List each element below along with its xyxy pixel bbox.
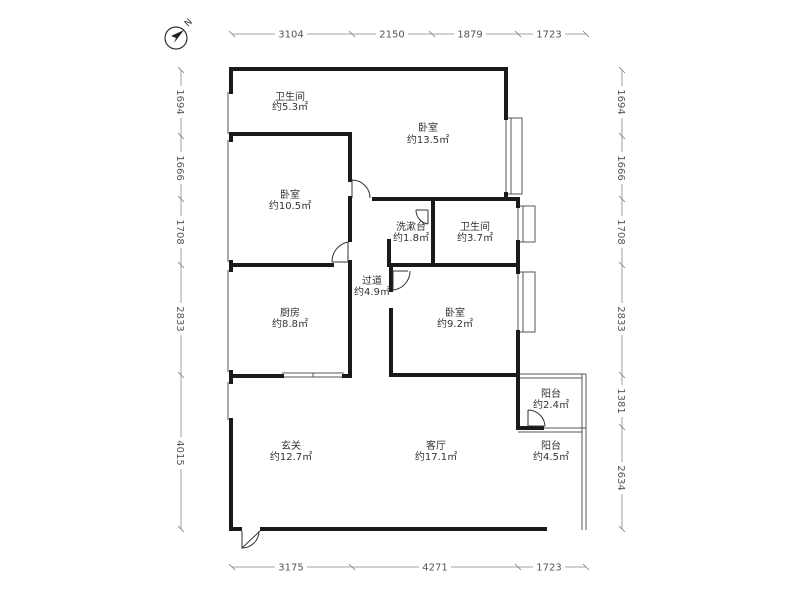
room-labels: 卫生间 约5.3㎡ 卧室 约13.5㎡ 卧室 约10.5㎡ 洗漱台 约1.8㎡ … <box>269 90 569 463</box>
bottom-dimensions: 3175 4271 1723 <box>228 560 590 574</box>
room-area-corridor: 约4.9㎡ <box>354 285 390 298</box>
room-name-balcony2: 阳台 <box>541 439 561 452</box>
room-area-washbasin: 约1.8㎡ <box>393 231 429 244</box>
bottom-dim-3: 1723 <box>536 563 561 574</box>
right-dimensions: 1694 1666 1708 2833 1381 2634 <box>615 66 629 533</box>
door-washbasin <box>415 209 429 225</box>
room-name-bedroom1: 卧室 <box>418 121 438 134</box>
room-name-bathroom1: 卫生间 <box>275 90 305 103</box>
room-name-washbasin: 洗漱台 <box>396 220 426 233</box>
left-dim-3: 1708 <box>174 219 185 244</box>
door-bedroom3 <box>392 270 411 291</box>
walls <box>229 67 547 531</box>
right-dim-4: 2833 <box>615 306 626 331</box>
windows <box>227 92 587 530</box>
room-name-bedroom2: 卧室 <box>280 188 300 201</box>
left-dim-2: 1666 <box>174 155 185 180</box>
left-dim-5: 4015 <box>174 440 185 465</box>
compass-north-label: N <box>183 17 195 29</box>
top-dim-4: 1723 <box>536 30 561 41</box>
room-area-balcony2: 约4.5㎡ <box>533 450 569 463</box>
room-area-entrance: 约12.7㎡ <box>270 450 312 463</box>
room-area-bedroom3: 约9.2㎡ <box>437 317 473 330</box>
room-name-living: 客厅 <box>426 439 446 452</box>
room-area-living: 约17.1㎡ <box>415 450 457 463</box>
door-bedroom1 <box>351 179 371 199</box>
doors <box>241 179 546 550</box>
right-dim-5: 1381 <box>615 388 626 413</box>
room-name-bathroom2: 卫生间 <box>460 220 490 233</box>
room-area-bathroom1: 约5.3㎡ <box>272 100 308 113</box>
room-name-balcony1: 阳台 <box>541 387 561 400</box>
right-dim-1: 1694 <box>615 89 626 114</box>
room-area-bedroom1: 约13.5㎡ <box>407 133 449 146</box>
room-name-corridor: 过道 <box>362 274 382 287</box>
bay-window-bedroom1 <box>505 117 523 195</box>
door-balcony1 <box>527 409 546 427</box>
room-area-bathroom2: 约3.7㎡ <box>457 231 493 244</box>
room-area-balcony1: 约2.4㎡ <box>533 398 569 411</box>
room-name-entrance: 玄关 <box>281 439 301 452</box>
top-dim-2: 2150 <box>379 30 404 41</box>
left-dim-1: 1694 <box>174 89 185 114</box>
top-dim-3: 1879 <box>457 30 482 41</box>
room-area-bedroom2: 约10.5㎡ <box>269 199 311 212</box>
compass-arrow-icon <box>171 30 184 43</box>
top-dim-1: 3104 <box>278 30 303 41</box>
door-entrance <box>241 530 261 550</box>
left-dimensions: 1694 1666 1708 2833 4015 <box>174 66 188 533</box>
right-dim-3: 1708 <box>615 219 626 244</box>
door-bedroom2 <box>331 241 349 263</box>
left-dim-4: 2833 <box>174 306 185 331</box>
room-area-kitchen: 约8.8㎡ <box>272 317 308 330</box>
window-bathroom2 <box>517 205 536 243</box>
room-name-bedroom3: 卧室 <box>445 306 465 319</box>
compass: N <box>164 17 195 50</box>
right-dim-6: 2634 <box>615 465 626 490</box>
bottom-dim-2: 4271 <box>422 563 447 574</box>
top-dimensions: 3104 2150 1879 1723 <box>228 27 590 41</box>
bay-window-bedroom3 <box>517 271 536 333</box>
bottom-dim-1: 3175 <box>278 563 303 574</box>
right-dim-2: 1666 <box>615 155 626 180</box>
room-name-kitchen: 厨房 <box>280 306 300 319</box>
